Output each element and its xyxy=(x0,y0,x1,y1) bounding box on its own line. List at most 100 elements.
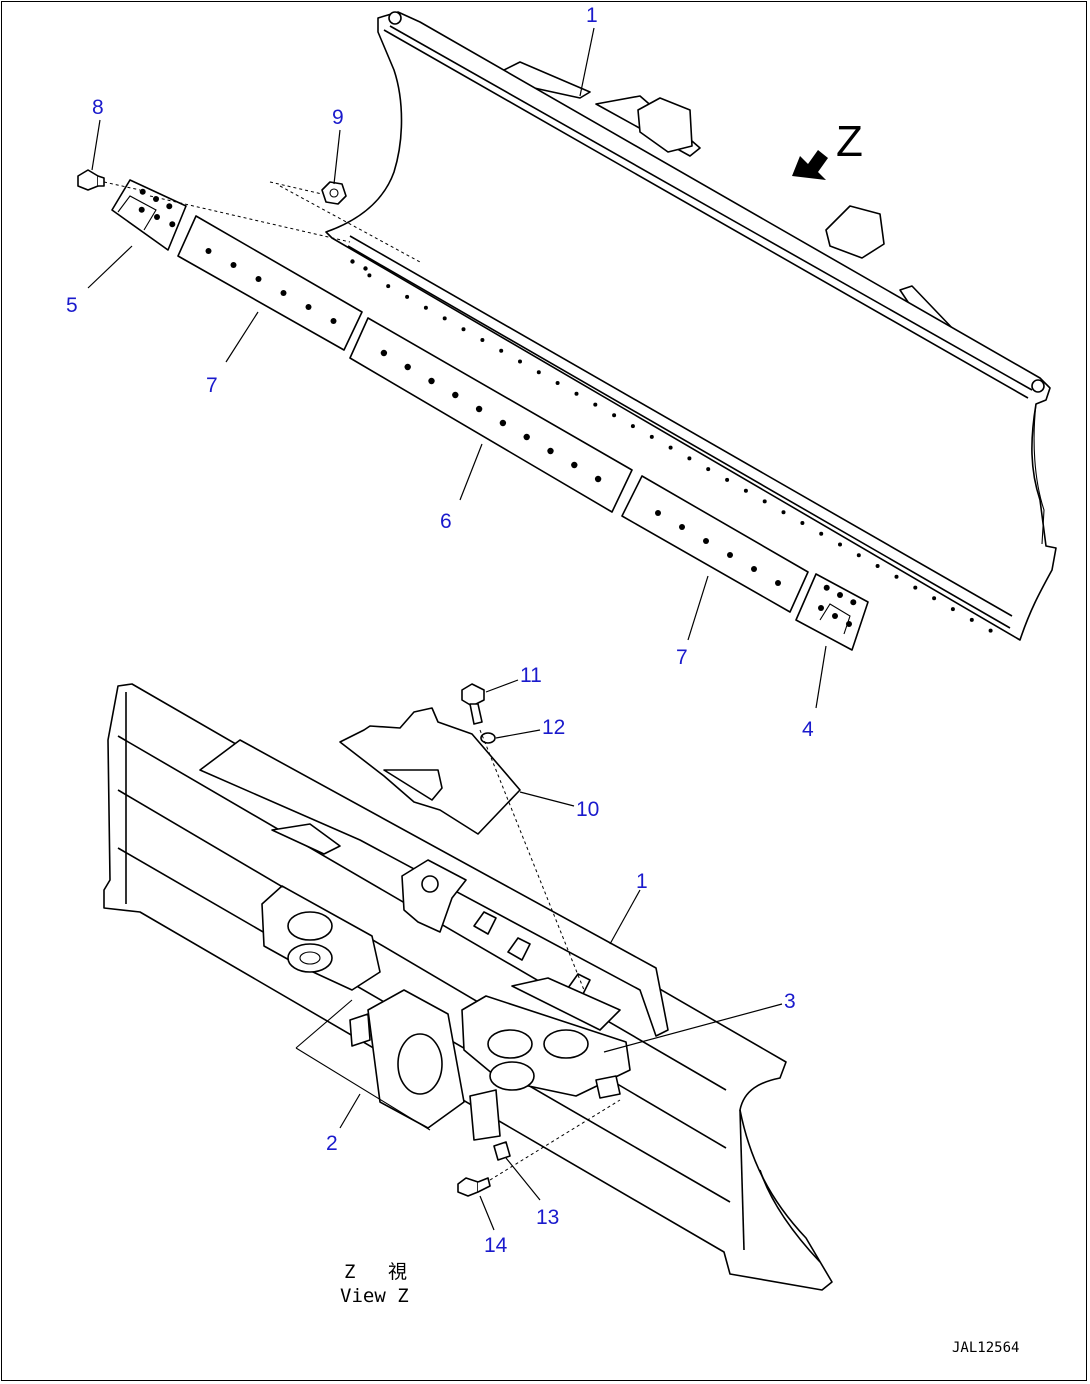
callout-3: 3 xyxy=(784,990,796,1013)
view-z-marker: Z xyxy=(836,117,863,166)
ball-joint-bracket-lines xyxy=(295,999,431,1131)
blade-bolt-holes xyxy=(350,259,993,633)
center-bracket xyxy=(401,859,467,933)
bolt-hole xyxy=(363,266,368,271)
washer-12 xyxy=(480,732,496,744)
plate-13 xyxy=(493,1141,511,1161)
bolt-hole xyxy=(703,538,709,544)
bolt-hole xyxy=(154,214,160,220)
bolt-hole xyxy=(593,402,598,407)
bolt-hole xyxy=(442,316,447,321)
dash-12-slot xyxy=(479,729,585,991)
bolt-hole xyxy=(751,566,757,572)
callout-9: 9 xyxy=(332,106,344,129)
cutting-edge-7-left xyxy=(177,215,363,351)
bolt-hole xyxy=(547,447,554,455)
bolt-hole xyxy=(837,592,843,598)
bolt-hole xyxy=(850,599,857,606)
plate-13-seat xyxy=(595,1075,621,1099)
bolt-hole xyxy=(574,391,579,396)
bolt-hole xyxy=(452,391,459,399)
callout-6: 6 xyxy=(440,510,452,533)
bolt-hole xyxy=(461,327,466,332)
bolt-hole xyxy=(913,585,918,590)
blade-side-edge xyxy=(1033,403,1045,545)
bolt-11 xyxy=(461,683,485,725)
blade-trunnion-right xyxy=(825,205,885,259)
end-bit-left-detail xyxy=(117,195,157,231)
bolt-hole xyxy=(404,363,411,371)
bolt-hole xyxy=(800,521,805,525)
bolt-hole xyxy=(649,434,654,439)
bolt-hole xyxy=(475,405,483,413)
bolt-hole xyxy=(138,206,145,213)
dash-5-blade xyxy=(149,195,351,243)
bolt-hole xyxy=(823,584,830,591)
bolt-hole xyxy=(330,318,337,324)
callout-1-top: 1 xyxy=(586,4,598,27)
bolt-hole xyxy=(350,259,355,264)
bolt-hole xyxy=(423,305,428,310)
bolt-hole xyxy=(706,467,711,472)
bolt-hole xyxy=(571,461,578,469)
bolt-hole xyxy=(743,488,748,493)
dash-8-5 xyxy=(103,181,141,191)
bolt-hole xyxy=(630,424,635,429)
rear-right-curve xyxy=(759,1169,821,1263)
bolt-hole xyxy=(405,294,410,299)
callouts: 1 9 8 5 7 6 7 4 11 12 10 1 3 2 13 14 xyxy=(66,4,827,1257)
callout-4: 4 xyxy=(802,718,814,741)
bolt-hole xyxy=(428,377,435,385)
callout-5: 5 xyxy=(66,294,78,317)
blade-assembly-rear xyxy=(103,683,833,1291)
callout-7-right: 7 xyxy=(676,646,688,669)
center-bracket-pin xyxy=(421,875,439,893)
bolt-hole xyxy=(499,419,507,427)
blade-moldboard xyxy=(325,11,1057,641)
right-boss-b xyxy=(543,1029,589,1059)
ball-joint-socket xyxy=(397,1033,443,1095)
cutting-edge-holes xyxy=(138,188,857,627)
cover-plate-notch xyxy=(383,769,443,801)
bolt-hole xyxy=(612,413,617,418)
callout-12: 12 xyxy=(542,716,565,739)
bolt-hole xyxy=(367,273,372,278)
bolt-hole xyxy=(832,613,838,619)
bolt-hole xyxy=(166,203,173,210)
bolt-hole xyxy=(950,607,955,612)
bolt-hole xyxy=(205,248,212,254)
bolt-hole xyxy=(856,553,861,558)
bolt-14 xyxy=(457,1177,491,1197)
dash-9-a xyxy=(269,181,323,195)
blade-top-edge xyxy=(383,29,1029,399)
rear-stiffener-notch-1 xyxy=(271,823,341,855)
callout-7-left: 7 xyxy=(206,374,218,397)
bolt-8 xyxy=(77,169,105,191)
left-trunnion-boss-lower xyxy=(287,943,333,973)
view-z-arrow xyxy=(792,150,828,180)
bolt-hole xyxy=(819,531,824,536)
callout-11: 11 xyxy=(520,664,542,687)
end-bit-right xyxy=(795,573,869,651)
bolt-hole xyxy=(169,221,176,228)
ball-joint-stud xyxy=(349,1013,371,1047)
blade-assembly-top xyxy=(325,11,1057,641)
right-boss-a xyxy=(487,1029,533,1059)
blade-edge-seat xyxy=(347,245,1011,629)
bolt-hole xyxy=(523,433,530,441)
slot-2 xyxy=(507,937,531,961)
callout-1-bottom: 1 xyxy=(636,870,648,893)
bolt-hole xyxy=(386,284,391,289)
bolt-hole xyxy=(480,338,485,342)
dash-9-b xyxy=(279,185,421,263)
right-boss-c xyxy=(489,1061,535,1091)
dash-14-13 xyxy=(489,1099,621,1181)
bolt-hole xyxy=(230,262,237,268)
rear-rib-2 xyxy=(117,789,727,1149)
bolt-hole xyxy=(969,617,974,622)
left-trunnion-boss-upper xyxy=(287,911,333,941)
bolt-hole xyxy=(687,456,692,461)
nut-9 xyxy=(321,181,347,205)
rear-right-end xyxy=(739,1109,745,1251)
